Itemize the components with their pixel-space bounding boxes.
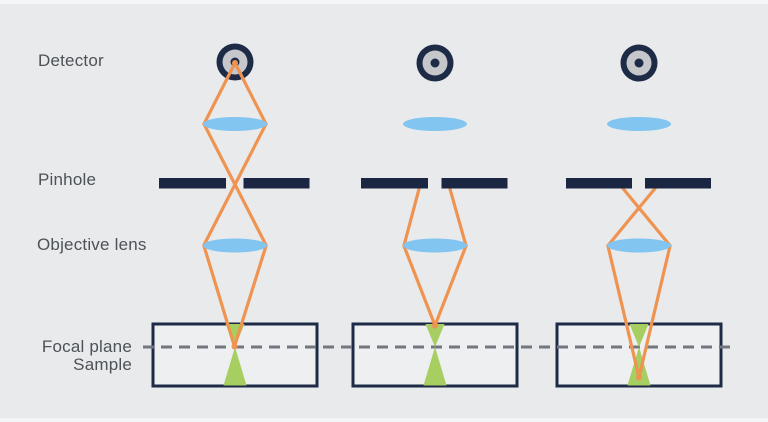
objective-lens-icon — [203, 238, 267, 253]
illumination-cone — [627, 324, 651, 386]
illumination-cone — [423, 324, 447, 386]
tube-lens-icon — [203, 117, 267, 131]
top-edge-strip — [0, 0, 768, 4]
label-objective-lens: Objective lens — [37, 235, 147, 254]
light-rays-blocked-deep — [606, 186, 672, 381]
label-sample: Sample — [73, 355, 132, 374]
detector-icon — [620, 44, 658, 82]
light-rays-in-focus — [202, 60, 268, 350]
tube-lens-icon — [403, 117, 467, 131]
tube-lens-icon — [607, 117, 671, 131]
label-detector: Detector — [38, 51, 104, 70]
pinhole-plate — [566, 178, 711, 189]
label-focal-plane: Focal plane — [41, 337, 132, 356]
light-rays-blocked-shallow — [402, 187, 468, 329]
detector-icon — [416, 44, 454, 82]
bottom-edge-strip — [0, 418, 768, 422]
objective-lens-icon — [607, 238, 671, 253]
pinhole-plate — [159, 178, 310, 189]
objective-lens-icon — [403, 238, 467, 253]
label-pinhole: Pinhole — [38, 170, 97, 189]
pinhole-plate — [361, 178, 508, 189]
